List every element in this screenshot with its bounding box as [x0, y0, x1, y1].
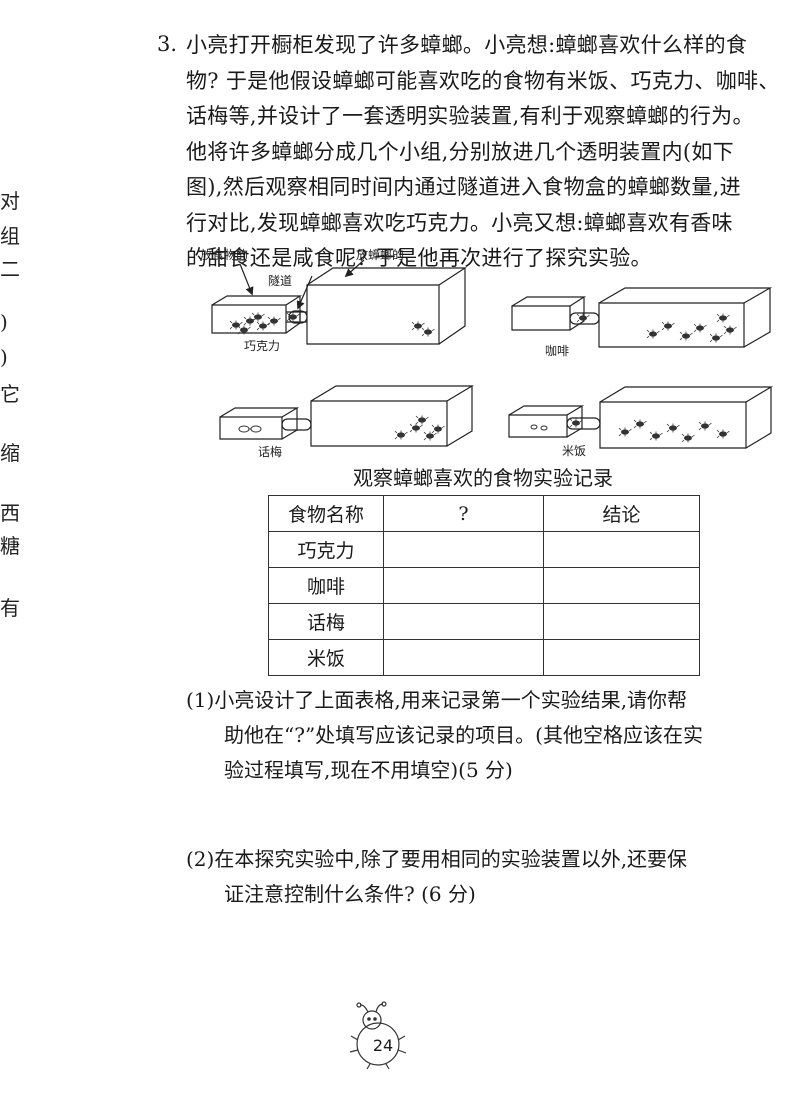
- margin-fragments: 对 组 二 ) ) 它 缩 西 糖 有: [0, 0, 20, 700]
- table-row: 咖啡: [268, 567, 700, 604]
- margin-char: ): [0, 345, 8, 369]
- table-header-row: 食物名称 ? 结论: [268, 495, 700, 532]
- margin-char: 西: [0, 501, 20, 525]
- sub-question-1: (1)小亮设计了上面表格,用来记录第一个实验结果,请你帮 助他在“?”处填写应该…: [186, 683, 786, 788]
- table-cell: [383, 603, 544, 640]
- table-row: 米饭: [268, 639, 700, 676]
- table-title: 观察蟑螂喜欢的食物实验记录: [353, 466, 613, 490]
- question-line: 行对比,发现蟑螂喜欢吃巧克力。小亮又想:蟑螂喜欢有香味: [186, 210, 733, 235]
- label-food-rice: 米饭: [562, 444, 587, 458]
- page-number: 24: [372, 1036, 394, 1055]
- apparatus-drawing: [211, 259, 774, 449]
- question-line: 物? 于是他假设蟑螂可能喜欢吃的食物有米饭、巧克力、咖啡、: [186, 68, 780, 93]
- table-cell: [383, 639, 544, 676]
- question-number: 3.: [157, 32, 178, 56]
- margin-char: 缩: [0, 441, 20, 465]
- record-table: 食物名称 ? 结论 巧克力 咖啡 话梅 米饭: [268, 495, 700, 676]
- label-food-box: 放食物的: [200, 248, 249, 262]
- question-line: 的甜食还是咸食呢? 于是他再次进行了探究实验。: [186, 246, 652, 270]
- label-tunnel: 隧道: [268, 274, 293, 288]
- sub-question-line: 证注意控制什么条件? (6 分): [224, 882, 476, 906]
- apparatus-plum: [219, 385, 475, 447]
- label-food-plum: 话梅: [258, 445, 283, 459]
- margin-char: 对: [0, 189, 20, 213]
- table-header-cell: ?: [383, 495, 544, 532]
- table-row: 巧克力: [268, 531, 700, 568]
- label-cockroach-box: 放蟑螂的: [356, 248, 405, 262]
- apparatus-figure: 放食物的 隧道 放蟑螂的 巧克力 咖啡 话梅 米饭: [178, 246, 778, 461]
- apparatus-coffee: [511, 287, 773, 348]
- question-line: 图),然后观察相同时间内通过隧道进入食物盒的蟑螂数量,进: [186, 175, 741, 199]
- label-food-chocolate: 巧克力: [244, 339, 281, 353]
- question-line: 小亮打开橱柜发现了许多蟑螂。小亮想:蟑螂喜欢什么样的食: [186, 33, 748, 57]
- margin-char: 二: [0, 257, 20, 281]
- table-row: 话梅: [268, 603, 700, 640]
- sub-question-line: 在本探究实验中,除了要用相同的实验装置以外,还要保: [214, 847, 688, 871]
- question-text: 小亮打开橱柜发现了许多蟑螂。小亮想:蟑螂喜欢什么样的食 物? 于是他假设蟑螂可能…: [186, 28, 786, 277]
- table-header-cell: 食物名称: [268, 495, 384, 532]
- table-cell: [383, 531, 544, 568]
- sub-question-line: 助他在“?”处填写应该记录的项目。(其他空格应该在实: [224, 723, 703, 747]
- sub-question-2: (2)在本探究实验中,除了要用相同的实验装置以外,还要保 证注意控制什么条件? …: [186, 842, 786, 912]
- label-food-coffee: 咖啡: [545, 344, 570, 358]
- bug-page-icon: [349, 1001, 407, 1070]
- table-cell: [543, 567, 700, 604]
- table-header-cell: 结论: [543, 495, 700, 532]
- question-line: 他将许多蟑螂分成几个小组,分别放进几个透明装置内(如下: [186, 139, 734, 164]
- margin-char: ): [0, 310, 8, 334]
- sub-question-number: (2): [186, 847, 215, 871]
- table-cell: 巧克力: [268, 531, 384, 568]
- question-line: 话梅等,并设计了一套透明实验装置,有利于观察蟑螂的行为。: [186, 104, 754, 128]
- table-cell: [543, 531, 700, 568]
- margin-char: 糖: [0, 534, 20, 558]
- apparatus-rice: [508, 386, 774, 449]
- margin-char: 有: [0, 596, 20, 620]
- table-cell: [543, 639, 700, 676]
- sub-question-number: (1): [186, 688, 215, 712]
- table-cell: [543, 603, 700, 640]
- margin-char: 组: [0, 224, 20, 248]
- table-cell: 话梅: [268, 603, 384, 640]
- table-cell: 咖啡: [268, 567, 384, 604]
- sub-question-line: 验过程填写,现在不用填空)(5 分): [224, 758, 513, 782]
- table-cell: [383, 567, 544, 604]
- sub-question-line: 小亮设计了上面表格,用来记录第一个实验结果,请你帮: [214, 688, 688, 712]
- margin-char: 它: [0, 382, 20, 406]
- table-cell: 米饭: [268, 639, 384, 676]
